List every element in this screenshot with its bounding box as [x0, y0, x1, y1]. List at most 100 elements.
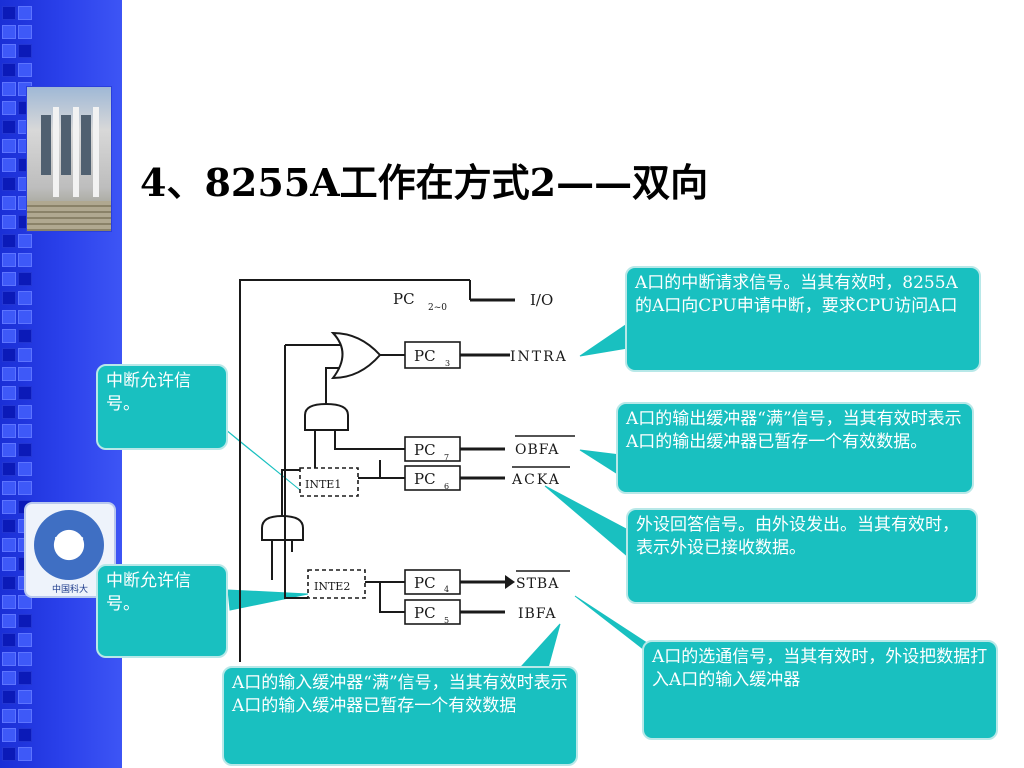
decorative-square [2, 158, 16, 172]
decorative-square [2, 177, 16, 191]
decorative-square [2, 690, 16, 704]
decorative-square [2, 500, 16, 514]
decorative-square [2, 120, 16, 134]
decorative-square [18, 272, 32, 286]
decorative-square [2, 215, 16, 229]
inte1-box [299, 467, 359, 497]
decorative-square [2, 481, 16, 495]
decorative-square [2, 576, 16, 590]
callout-ibfa: A口的输入缓冲器“满”信号，当其有效时表示A口的输入缓冲器已暂存一个有效数据 [222, 666, 578, 766]
intra-label: INTRA [510, 349, 568, 365]
callout-intra: A口的中断请求信号。当其有效时，8255A的A口向CPU申请中断，要求CPU访问… [625, 266, 981, 372]
pc7-label: PC [414, 441, 436, 459]
pc4-box [404, 569, 461, 595]
decorative-square [2, 671, 16, 685]
decorative-square [2, 405, 16, 419]
decorative-square [18, 595, 32, 609]
ibfa-label: IBFA [518, 606, 556, 622]
pc3-box [404, 341, 461, 369]
decorative-square [18, 443, 32, 457]
decorative-square [18, 747, 32, 761]
decorative-square [18, 348, 32, 362]
callout-inte2: 中断允许信号。 [96, 564, 228, 658]
decorative-square [18, 329, 32, 343]
pc7-subscript: 7 [444, 453, 449, 462]
decorative-square [18, 671, 32, 685]
pointer-acka [544, 485, 633, 562]
decorative-square [18, 728, 32, 742]
pointer-inte2 [227, 589, 309, 611]
decorative-square [2, 424, 16, 438]
pc3-label: PC [414, 347, 436, 365]
pc7-box [404, 436, 461, 462]
decorative-square [2, 443, 16, 457]
circuit-lines [239, 279, 515, 662]
decorative-square [2, 386, 16, 400]
decorative-square [2, 25, 16, 39]
inte2-label: INTE2 [314, 580, 350, 593]
decorative-square [18, 652, 32, 666]
obfa-label: OBFA [515, 442, 559, 458]
decorative-square [2, 747, 16, 761]
decorative-square [2, 291, 16, 305]
decorative-square [2, 519, 16, 533]
logo-text: USTC [54, 536, 84, 547]
or-gate [330, 331, 382, 380]
pointer-ibfa [518, 623, 561, 669]
pc4-subscript: 4 [444, 585, 449, 594]
decorative-square [2, 310, 16, 324]
pc5-label: PC [414, 604, 436, 622]
decorative-square [18, 424, 32, 438]
decorative-square [2, 728, 16, 742]
decorative-square [18, 405, 32, 419]
decorative-square [18, 690, 32, 704]
logo-chinese-text: 中国科大 [51, 585, 88, 595]
decorative-square [2, 82, 16, 96]
decorative-square [2, 196, 16, 210]
decorative-square [2, 462, 16, 476]
decorative-square [2, 652, 16, 666]
and-gate-1 [304, 402, 349, 431]
chip-outline [239, 279, 470, 660]
callout-pointers [213, 321, 661, 669]
pc20-subscript: 2~0 [428, 303, 447, 313]
decorative-square [18, 63, 32, 77]
acka-label: ACKA [511, 472, 561, 488]
decorative-square [18, 367, 32, 381]
decorative-squares [0, 0, 32, 768]
decorative-square [18, 234, 32, 248]
university-logo: USTC 中国科大 [24, 502, 116, 598]
decorative-square [2, 709, 16, 723]
and-gate-2 [261, 514, 304, 541]
decorative-square [18, 481, 32, 495]
callout-stba: A口的选通信号，当其有效时，外设把数据打入A口的输入缓冲器 [642, 640, 998, 740]
decorative-square [18, 614, 32, 628]
io-label: I/O [530, 291, 553, 309]
pc20-label: PC [393, 290, 415, 308]
decorative-square [2, 44, 16, 58]
pc6-box [404, 465, 461, 491]
decorative-square [18, 291, 32, 305]
decorative-square [2, 614, 16, 628]
decorative-square [2, 139, 16, 153]
decorative-square [2, 633, 16, 647]
decorative-square [2, 595, 16, 609]
decorative-square [2, 329, 16, 343]
decorative-square [18, 386, 32, 400]
decorative-square [18, 310, 32, 324]
decorative-square [2, 101, 16, 115]
callout-obfa: A口的输出缓冲器“满”信号，当其有效时表示A口的输出缓冲器已暂存一个有效数据。 [616, 402, 974, 494]
decorative-square [18, 6, 32, 20]
decorative-square [18, 253, 32, 267]
pc6-subscript: 6 [444, 482, 449, 491]
decorative-square [2, 272, 16, 286]
pc4-label: PC [414, 574, 436, 592]
decorative-square [18, 25, 32, 39]
decorative-square [2, 348, 16, 362]
decorative-square [2, 538, 16, 552]
decorative-square [2, 253, 16, 267]
decorative-square [2, 367, 16, 381]
callout-inte1: 中断允许信号。 [96, 364, 228, 450]
decorative-square [2, 63, 16, 77]
